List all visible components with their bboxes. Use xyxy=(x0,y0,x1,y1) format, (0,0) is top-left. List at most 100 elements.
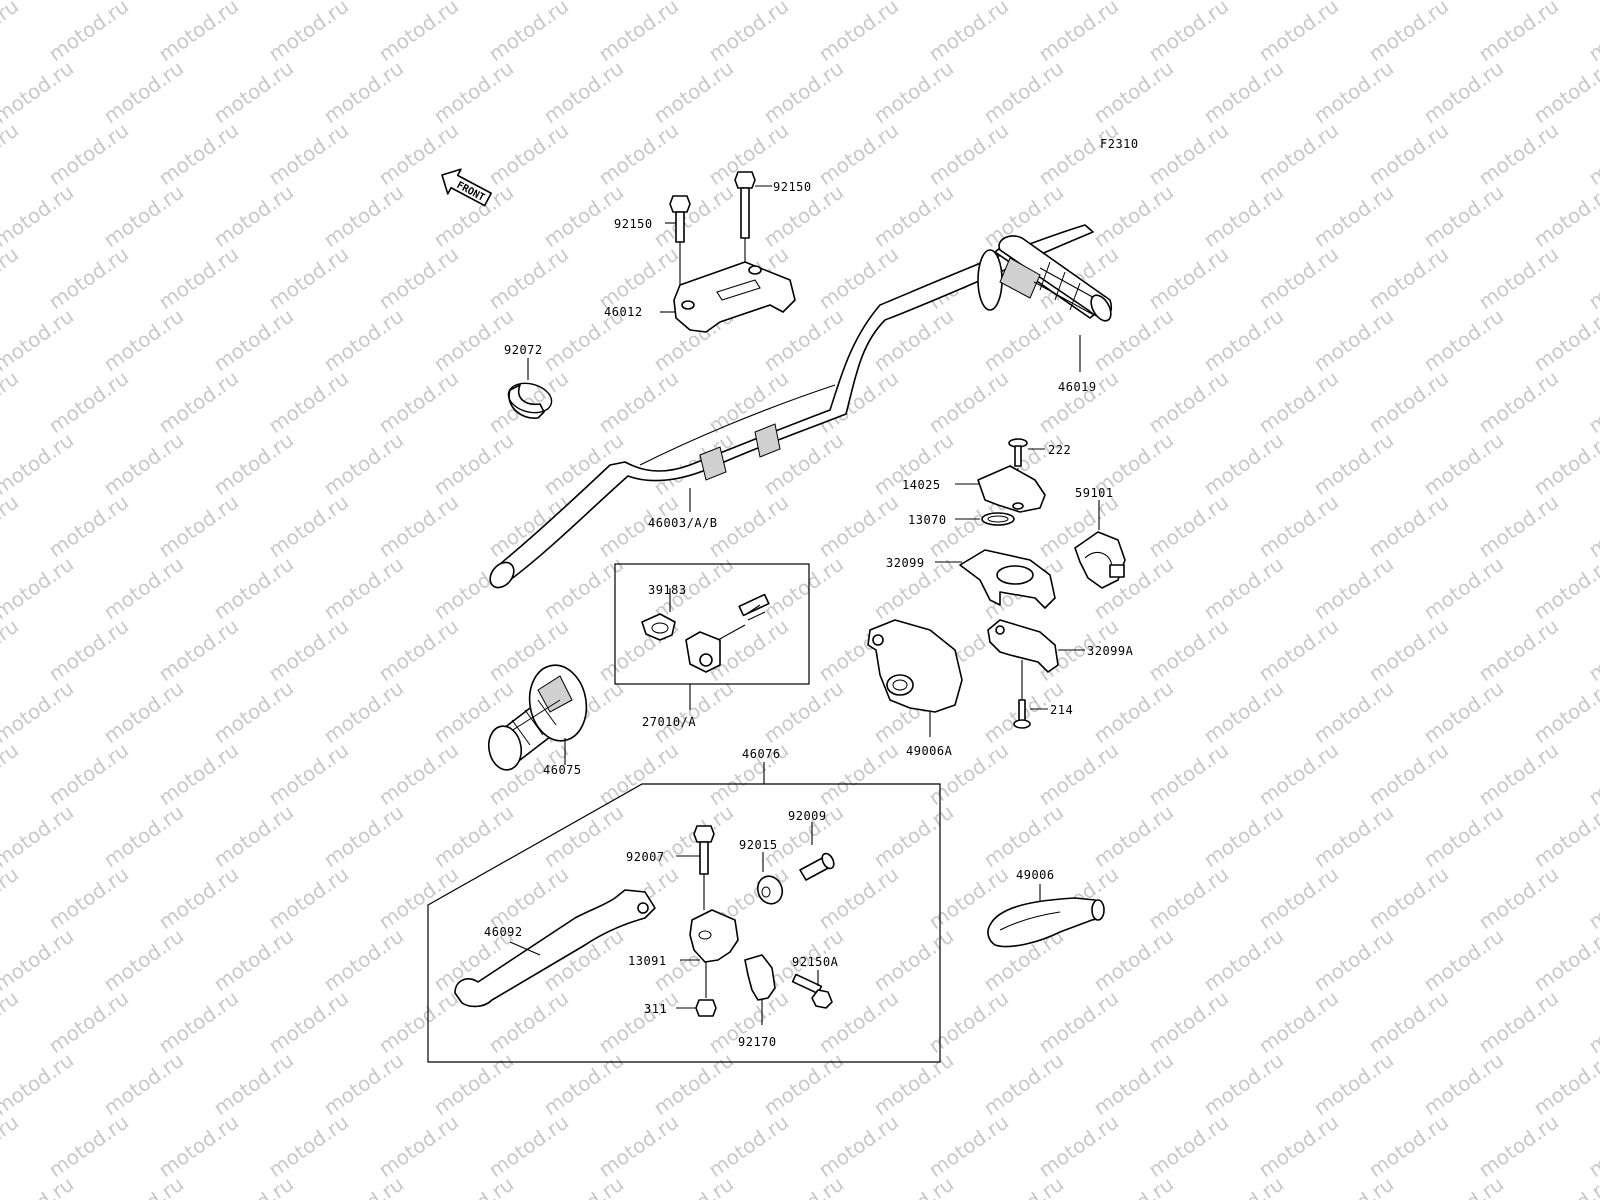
watermark-text: motod.ru xyxy=(1364,986,1453,1058)
watermark-text: motod.ru xyxy=(1254,614,1343,686)
watermark-text: motod.ru xyxy=(1089,1048,1178,1120)
label-59101: 59101 xyxy=(1075,486,1114,500)
clamp-39183[interactable] xyxy=(641,613,676,641)
watermark-text: motod.ru xyxy=(594,986,683,1058)
watermark-text: motod.ru xyxy=(374,0,463,66)
label-13070: 13070 xyxy=(908,513,947,527)
watermark-text: motod.ru xyxy=(209,924,298,996)
watermark-text: motod.ru xyxy=(1529,56,1600,128)
watermark-text: motod.ru xyxy=(1089,1172,1178,1200)
watermark-text: motod.ru xyxy=(1254,366,1343,438)
band-clamp-92072[interactable] xyxy=(505,379,555,419)
clutch-lever-46092[interactable] xyxy=(454,889,656,1008)
label-49006: 49006 xyxy=(1016,868,1055,882)
watermark-text: motod.ru xyxy=(1199,180,1288,252)
watermark-text: motod.ru xyxy=(44,118,133,190)
watermark-text: motod.ru xyxy=(0,1110,23,1182)
watermark-text: motod.ru xyxy=(1254,242,1343,314)
watermark-text: motod.ru xyxy=(594,366,683,438)
watermark-text: motod.ru xyxy=(1199,304,1288,376)
cover-14025[interactable] xyxy=(977,465,1046,513)
label-92170: 92170 xyxy=(738,1035,777,1049)
kill-switch-27010[interactable] xyxy=(685,593,770,673)
label-92015: 92015 xyxy=(739,838,778,852)
watermark-text: motod.ru xyxy=(539,180,628,252)
watermark-text: motod.ru xyxy=(1199,56,1288,128)
watermark-text: motod.ru xyxy=(1584,862,1600,934)
watermark-text: motod.ru xyxy=(924,1110,1013,1182)
screw-214[interactable] xyxy=(1013,699,1031,729)
watermark-text: motod.ru xyxy=(1199,800,1288,872)
watermark-text: motod.ru xyxy=(99,56,188,128)
watermark-text: motod.ru xyxy=(1474,118,1563,190)
watermark-text: motod.ru xyxy=(209,1048,298,1120)
watermark-text: motod.ru xyxy=(1144,242,1233,314)
watermark-text: motod.ru xyxy=(0,676,78,748)
watermark-text: motod.ru xyxy=(484,0,573,66)
bolt-92150A[interactable] xyxy=(791,973,833,1009)
watermark-text: motod.ru xyxy=(0,924,78,996)
watermark-text: motod.ru xyxy=(44,614,133,686)
housing-32099A[interactable] xyxy=(987,619,1059,673)
handlebar-part[interactable] xyxy=(485,224,1094,592)
watermark-text: motod.ru xyxy=(0,614,23,686)
label-46012: 46012 xyxy=(604,305,643,319)
watermark-text: motod.ru xyxy=(869,56,958,128)
label-92150-left: 92150 xyxy=(614,217,653,231)
watermark-text: motod.ru xyxy=(319,180,408,252)
label-92007: 92007 xyxy=(626,850,665,864)
screw-222[interactable] xyxy=(1008,438,1028,467)
adjuster-bolt-92009[interactable] xyxy=(799,852,836,881)
watermark-text: motod.ru xyxy=(264,118,353,190)
watermark-text: motod.ru xyxy=(264,242,353,314)
watermark-text: motod.ru xyxy=(759,56,848,128)
watermark-text: motod.ru xyxy=(1254,490,1343,562)
watermark-text: motod.ru xyxy=(539,1172,628,1200)
figure-code: F2310 xyxy=(1100,137,1139,151)
watermark-text: motod.ru xyxy=(539,1048,628,1120)
watermark-text: motod.ru xyxy=(0,304,78,376)
watermark-text: motod.ru xyxy=(1364,242,1453,314)
throttle-grip-46019[interactable] xyxy=(977,235,1115,324)
nut-311[interactable] xyxy=(695,999,717,1017)
watermark-text: motod.ru xyxy=(814,1110,903,1182)
housing-32099[interactable] xyxy=(959,549,1056,609)
watermark-text: motod.ru xyxy=(1089,676,1178,748)
bolt-92007[interactable] xyxy=(693,825,715,875)
handlebar-holder-46012[interactable] xyxy=(673,261,796,333)
watermark-text: motod.ru xyxy=(1309,56,1398,128)
watermark-text: motod.ru xyxy=(44,366,133,438)
watermark-text: motod.ru xyxy=(1529,428,1600,500)
adjuster-nut-92015[interactable] xyxy=(754,873,786,908)
label-13091: 13091 xyxy=(628,954,667,968)
watermark-text: motod.ru xyxy=(319,800,408,872)
watermark-text: motod.ru xyxy=(264,738,353,810)
watermark-text: motod.ru xyxy=(209,676,298,748)
watermark-text: motod.ru xyxy=(209,56,298,128)
watermark-text: motod.ru xyxy=(44,738,133,810)
bolt-92150-left[interactable] xyxy=(669,195,691,243)
watermark-text: motod.ru xyxy=(374,366,463,438)
clamp-92170[interactable] xyxy=(744,954,776,1001)
watermark-text: motod.ru xyxy=(429,304,518,376)
label-92072: 92072 xyxy=(504,343,543,357)
watermark-text: motod.ru xyxy=(924,366,1013,438)
watermark-text: motod.ru xyxy=(0,986,23,1058)
throttle-case-49006A[interactable] xyxy=(867,619,963,713)
watermark-text: motod.ru xyxy=(924,118,1013,190)
watermark-text: motod.ru xyxy=(594,738,683,810)
lever-holder-13091[interactable] xyxy=(689,909,739,963)
watermark-text: motod.ru xyxy=(0,862,23,934)
watermark-text: motod.ru xyxy=(1309,304,1398,376)
guide-59101[interactable] xyxy=(1074,531,1126,589)
throttle-cover-49006[interactable] xyxy=(987,897,1105,948)
bolt-92150-right[interactable] xyxy=(734,171,756,239)
watermark-text: motod.ru xyxy=(319,1172,408,1200)
watermark-text: motod.ru xyxy=(1529,1048,1600,1120)
label-27010: 27010/A xyxy=(642,715,696,729)
watermark-text: motod.ru xyxy=(649,676,738,748)
watermark-text: motod.ru xyxy=(814,862,903,934)
ring-13070[interactable] xyxy=(981,512,1015,526)
watermark-text: motod.ru xyxy=(1309,428,1398,500)
